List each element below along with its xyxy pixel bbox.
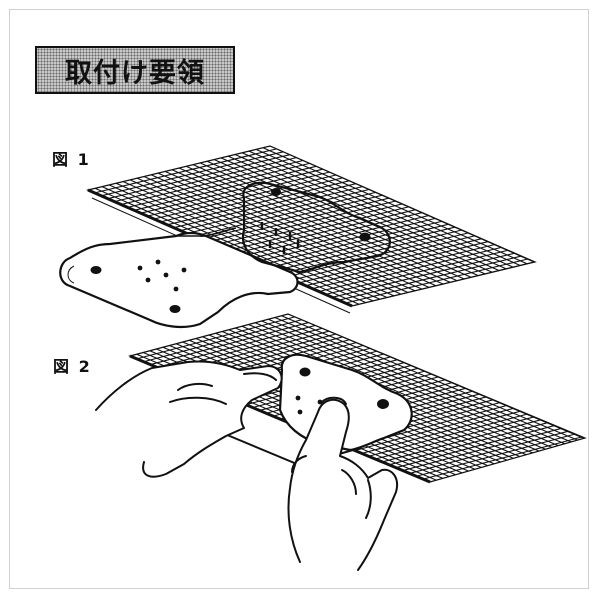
mesh-wire [246,215,429,261]
mesh-wire [153,174,337,220]
mesh-wire [186,188,370,235]
figure-1-label: 図 1 [52,150,91,169]
hand-icon [287,396,398,571]
mesh-wire [136,316,295,360]
mesh-wire [140,168,323,214]
mesh-wire [375,416,534,460]
mesh-wire [388,422,548,466]
title-banner: 取付け要領 [35,46,235,94]
mesh-wire [167,180,350,226]
mesh-wire [345,258,528,304]
mesh-wire [409,430,568,474]
mesh-wire [382,419,541,463]
figure-1-illustration [59,145,537,329]
mesh-wire [239,212,422,258]
mesh-wire [143,319,302,363]
figure-2-illustration [95,313,587,571]
mesh-wire [266,223,449,269]
mesh-wire [285,232,469,278]
mesh-wire [402,428,561,472]
mesh-wire [252,217,436,264]
mesh-wire [416,433,575,477]
mesh-wire [279,229,462,275]
mesh-wire [325,249,508,295]
mesh-wire [134,165,317,211]
mesh-wire [114,157,297,203]
mesh-wire [193,191,376,237]
mesh-wire [94,148,277,194]
mesh-wire [160,177,343,223]
mesh-wire [150,322,309,366]
mesh-wire [180,186,363,232]
mesh-wire [200,194,383,240]
mesh-wire [226,206,409,252]
mesh-wire [233,209,416,255]
mesh-wire [305,241,488,287]
mesh-wire [127,162,310,208]
mesh-wire [338,255,521,301]
mesh-wire [173,183,356,229]
mesh-wire [259,220,442,266]
page-title: 取付け要領 [65,57,205,89]
mesh-wire [292,235,475,281]
figure-2-label: 図 2 [53,357,92,376]
wire-mesh-icon [86,145,537,314]
mesh-wire [107,154,290,200]
mesh-wire [312,244,495,290]
mesh-wire [120,159,304,206]
mesh-wire [101,151,284,197]
mesh-wire [361,410,520,454]
mesh-wire [332,252,515,298]
mesh-wire [147,171,330,217]
mesh-wire [272,226,455,272]
mesh-wire [206,197,389,243]
mesh-wire [368,413,527,457]
mesh-wire [157,324,316,368]
metal-bracket-upper-icon [199,181,391,274]
mesh-wire [299,238,482,284]
hand-icon [95,360,283,478]
mesh-wire [354,407,514,452]
page-border [9,9,589,589]
mesh-wire [318,246,502,293]
mesh-wire [423,436,582,480]
mesh-wire [395,425,555,469]
mesh-wire [219,203,403,249]
